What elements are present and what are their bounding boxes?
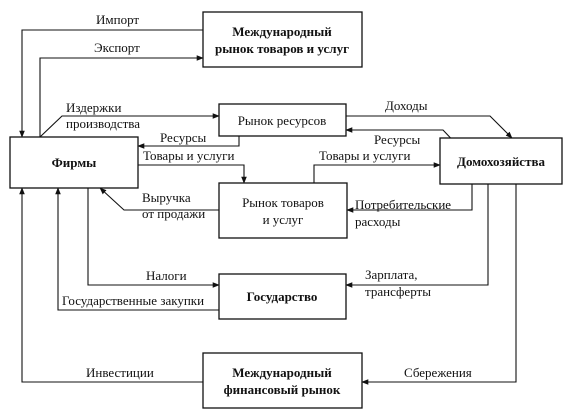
goods-market-box: Рынок товаров и услуг [218, 182, 348, 239]
households-box: Домохозяйства [439, 137, 563, 185]
taxes-label: Налоги [146, 268, 187, 283]
resources-to-firms-arrow [137, 136, 240, 149]
consumer-spending-label-1: Потребительские [355, 197, 451, 212]
government-label: Государство [247, 289, 318, 304]
government-box: Государство [218, 273, 347, 320]
investment-label: Инвестиции [86, 365, 154, 380]
consumer-spending-label-2: расходы [355, 214, 401, 229]
goods-to-market-label: Товары и услуги [143, 148, 234, 163]
goods-to-market-arrow [138, 164, 247, 184]
import-label: Импорт [96, 12, 139, 27]
households-label: Домохозяйства [457, 154, 545, 169]
costs-label-1: Издержки [66, 100, 121, 115]
resources-market-label: Рынок ресурсов [238, 113, 327, 128]
consumer-spending-arrow [346, 184, 473, 213]
goods-market-label-1: Рынок товаров [242, 195, 324, 210]
intl-goods-market-box: Международный рынок товаров и услуг [202, 11, 363, 68]
investment-arrow [19, 187, 203, 383]
import-arrow [19, 29, 203, 138]
intl-goods-market-label-2: рынок товаров и услуг [215, 41, 349, 56]
revenue-label-2: от продажи [142, 206, 205, 221]
intl-finance-market-box: Международный финансовый рынок [202, 352, 363, 409]
intl-finance-market-label-1: Международный [232, 365, 332, 380]
taxes-arrow [87, 188, 220, 288]
revenue-arrow [99, 187, 219, 211]
income-arrow [345, 115, 513, 139]
gov-purchases-arrow [55, 187, 219, 311]
income-label: Доходы [385, 98, 428, 113]
wages-label-2: трансферты [365, 284, 431, 299]
goods-to-households-arrow [313, 162, 441, 183]
goods-market-label-2: и услуг [263, 212, 304, 227]
wages-arrow [345, 184, 489, 288]
savings-label: Сбережения [404, 365, 472, 380]
export-label: Экспорт [94, 40, 140, 55]
intl-goods-market-label-1: Международный [232, 24, 332, 39]
export-arrow [39, 55, 204, 137]
costs-label-2: производства [66, 116, 140, 131]
goods-to-households-label: Товары и услуги [319, 148, 410, 163]
resources-from-households-label: Ресурсы [374, 132, 421, 147]
costs-arrow [39, 113, 220, 138]
wages-label-1: Зарплата, [365, 267, 418, 282]
gov-purchases-label: Государственные закупки [62, 293, 204, 308]
revenue-label-1: Выручка [142, 190, 191, 205]
firms-box: Фирмы [9, 136, 139, 189]
intl-finance-market-label-2: финансовый рынок [224, 382, 341, 397]
savings-arrow [361, 184, 517, 385]
resources-market-box: Рынок ресурсов [218, 103, 347, 137]
firms-label: Фирмы [52, 155, 97, 170]
resources-to-firms-label: Ресурсы [160, 130, 207, 145]
